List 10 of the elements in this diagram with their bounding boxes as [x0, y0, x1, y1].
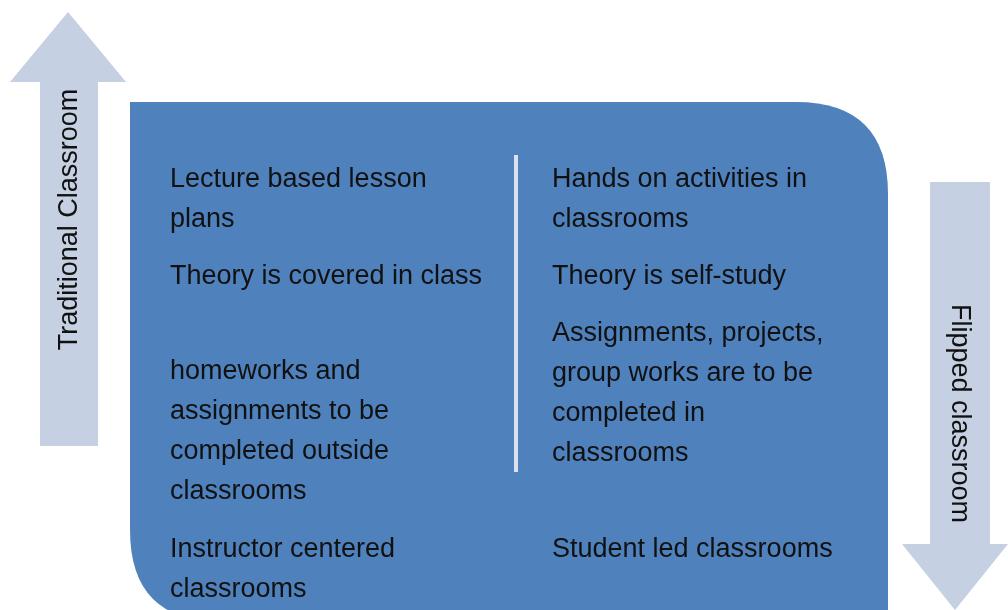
comparison-text: Lecture based lesson plans [170, 162, 428, 235]
comparison-text: Assignments, projects, group works are to be completed in classrooms [552, 316, 825, 469]
comparison-text: Hands on activities in classrooms [552, 162, 809, 235]
arrow-label: Traditional Classroom [53, 88, 85, 350]
comparison-text: Theory is covered in class [170, 259, 484, 292]
comparison-text: Instructor centered classrooms [170, 532, 397, 605]
comparison-text: Theory is self-study [552, 259, 788, 292]
comparison-text: homeworks and assignments to be completed outside classrooms [170, 354, 391, 507]
arrow-label: Flipped classroom [944, 303, 976, 523]
comparison-text: Student led classrooms [552, 532, 834, 565]
